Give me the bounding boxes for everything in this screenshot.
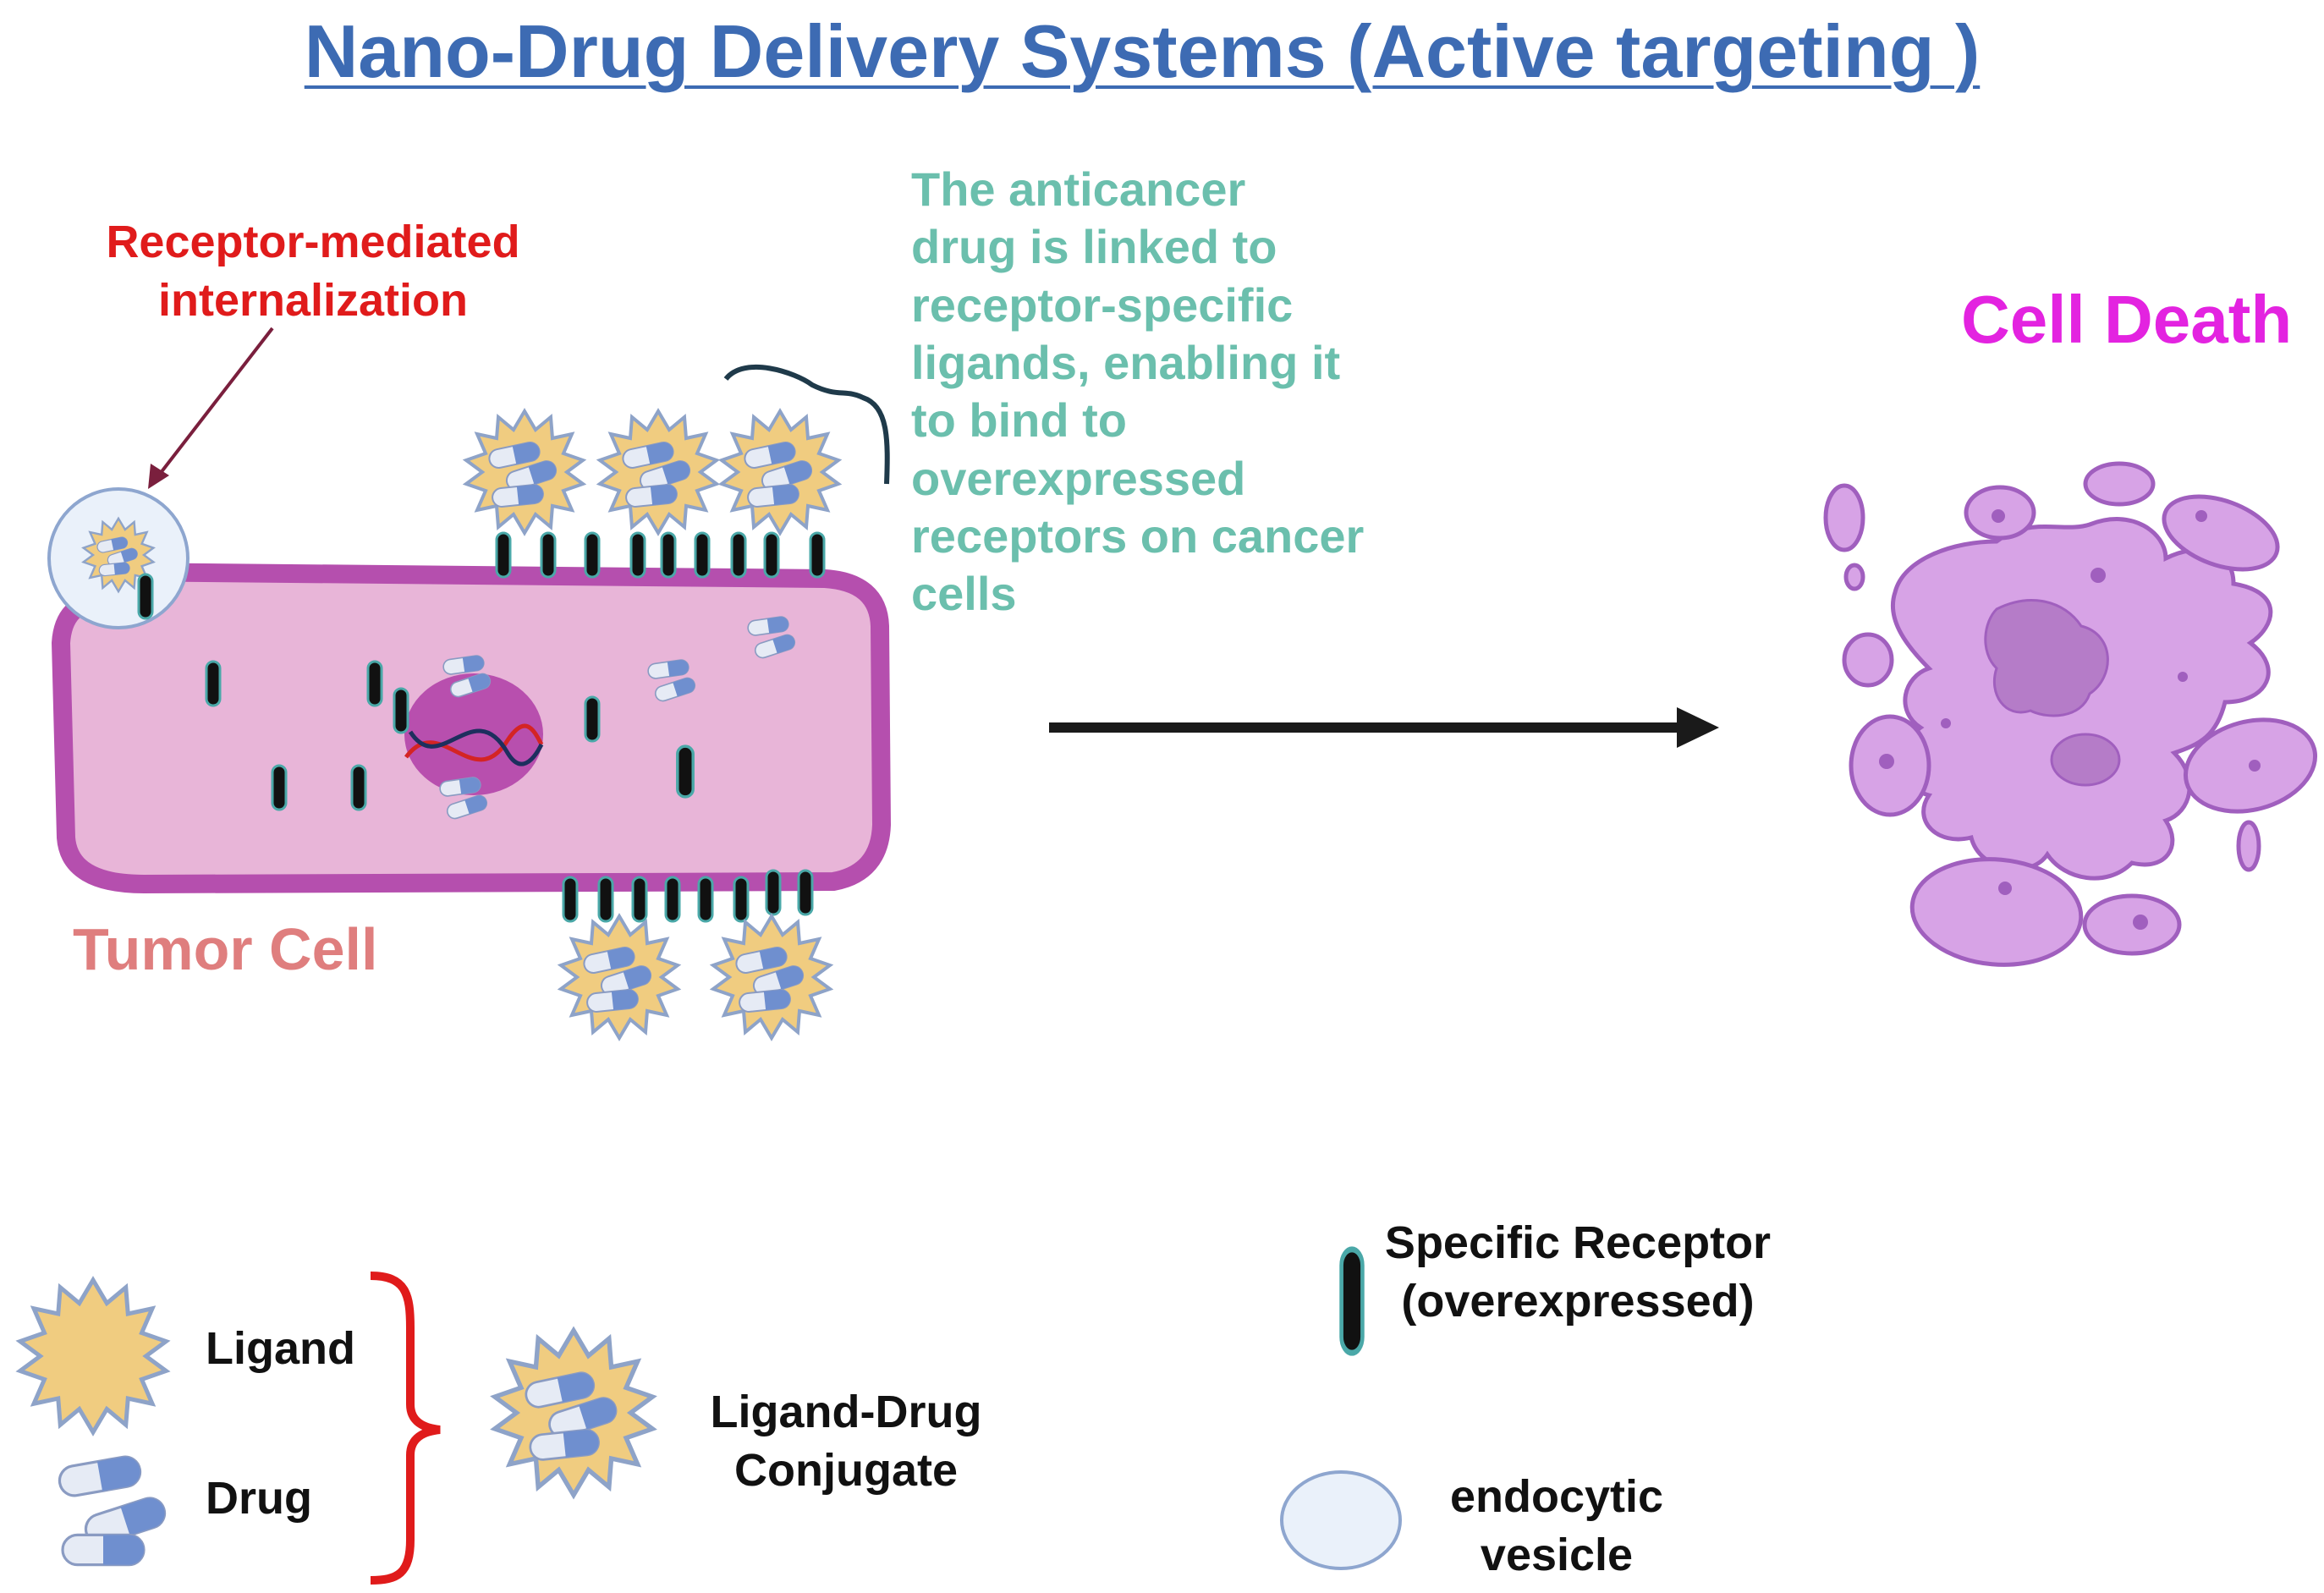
ligand-drug-conjugate: [600, 411, 717, 533]
internalization-label: Receptor-mediated internalization: [106, 217, 520, 327]
description-line: drug is linked to: [911, 220, 1277, 274]
receptor: [809, 531, 826, 579]
receptor: [797, 869, 814, 916]
receptor: [763, 531, 780, 579]
receptor-icon: [1342, 1250, 1363, 1353]
process-arrow-head: [1677, 707, 1719, 748]
arrow-head: [148, 464, 169, 489]
receptor: [765, 869, 782, 916]
conjugate-icon: [495, 1331, 652, 1495]
receptor: [393, 687, 409, 734]
ligand-drug-conjugate: [713, 916, 830, 1038]
drug-icon: [56, 1453, 144, 1500]
receptor: [733, 876, 750, 923]
cell-death-label: Cell Death: [1961, 282, 2293, 357]
endocytic-vesicle: [47, 487, 190, 629]
receptor: [697, 876, 714, 923]
tumor-cell-label: Tumor Cell: [73, 916, 378, 982]
grouping-brace: [370, 1272, 441, 1585]
nucleus: [404, 673, 543, 795]
legend-vesicle-label: endocytic vesicle: [1449, 1471, 1664, 1581]
receptor: [271, 764, 288, 811]
legend-conjugate-label: Ligand-Drug Conjugate: [710, 1387, 982, 1497]
receptor: [540, 531, 557, 579]
ligand-drug-conjugate: [722, 411, 838, 533]
page-title: Nano-Drug Delivery Systems (Active targe…: [304, 9, 1981, 93]
description-line: cells: [911, 567, 1017, 621]
receptor: [730, 531, 747, 579]
receptor: [664, 876, 681, 923]
receptor: [495, 531, 512, 579]
ligand-icon: [20, 1280, 167, 1432]
receptor: [629, 531, 646, 579]
description-bracket: [723, 365, 890, 485]
internalization-arrow: [156, 327, 274, 479]
receptor: [350, 764, 367, 811]
dna-strand-red: [404, 723, 544, 762]
tumor-cell: [51, 562, 892, 894]
receptor: [205, 660, 222, 707]
receptor: [676, 744, 695, 799]
ligand-drug-conjugate: [466, 411, 583, 533]
description-line: overexpressed: [911, 451, 1246, 505]
receptor: [597, 876, 614, 923]
receptor: [366, 660, 383, 707]
description-line: to bind to: [911, 393, 1128, 448]
legend-drug-label: Drug: [206, 1473, 312, 1524]
description-text: The anticancer drug is linked to recepto…: [911, 161, 1364, 623]
receptor: [660, 531, 677, 579]
dna-strand-blue: [408, 728, 544, 766]
legend-receptor-label: Specific Receptor (overexpressed): [1384, 1217, 1772, 1327]
receptor: [584, 695, 601, 743]
vesicle-icon: [1280, 1470, 1402, 1570]
ligand-drug-conjugate: [561, 916, 678, 1038]
receptor: [584, 531, 601, 579]
dead-cell: [1823, 461, 2318, 967]
drug-icon: [61, 1533, 146, 1567]
legend-ligand-label: Ligand: [206, 1323, 355, 1374]
description-line: receptor-specific: [911, 277, 1294, 332]
description-line: receptors on cancer: [911, 508, 1365, 563]
description-line: ligands, enabling it: [911, 335, 1341, 389]
description-line: The anticancer: [911, 162, 1246, 216]
receptor: [694, 531, 711, 579]
legend: [20, 1250, 1402, 1585]
receptor: [631, 876, 648, 923]
receptor: [562, 876, 579, 923]
receptor: [137, 573, 154, 620]
